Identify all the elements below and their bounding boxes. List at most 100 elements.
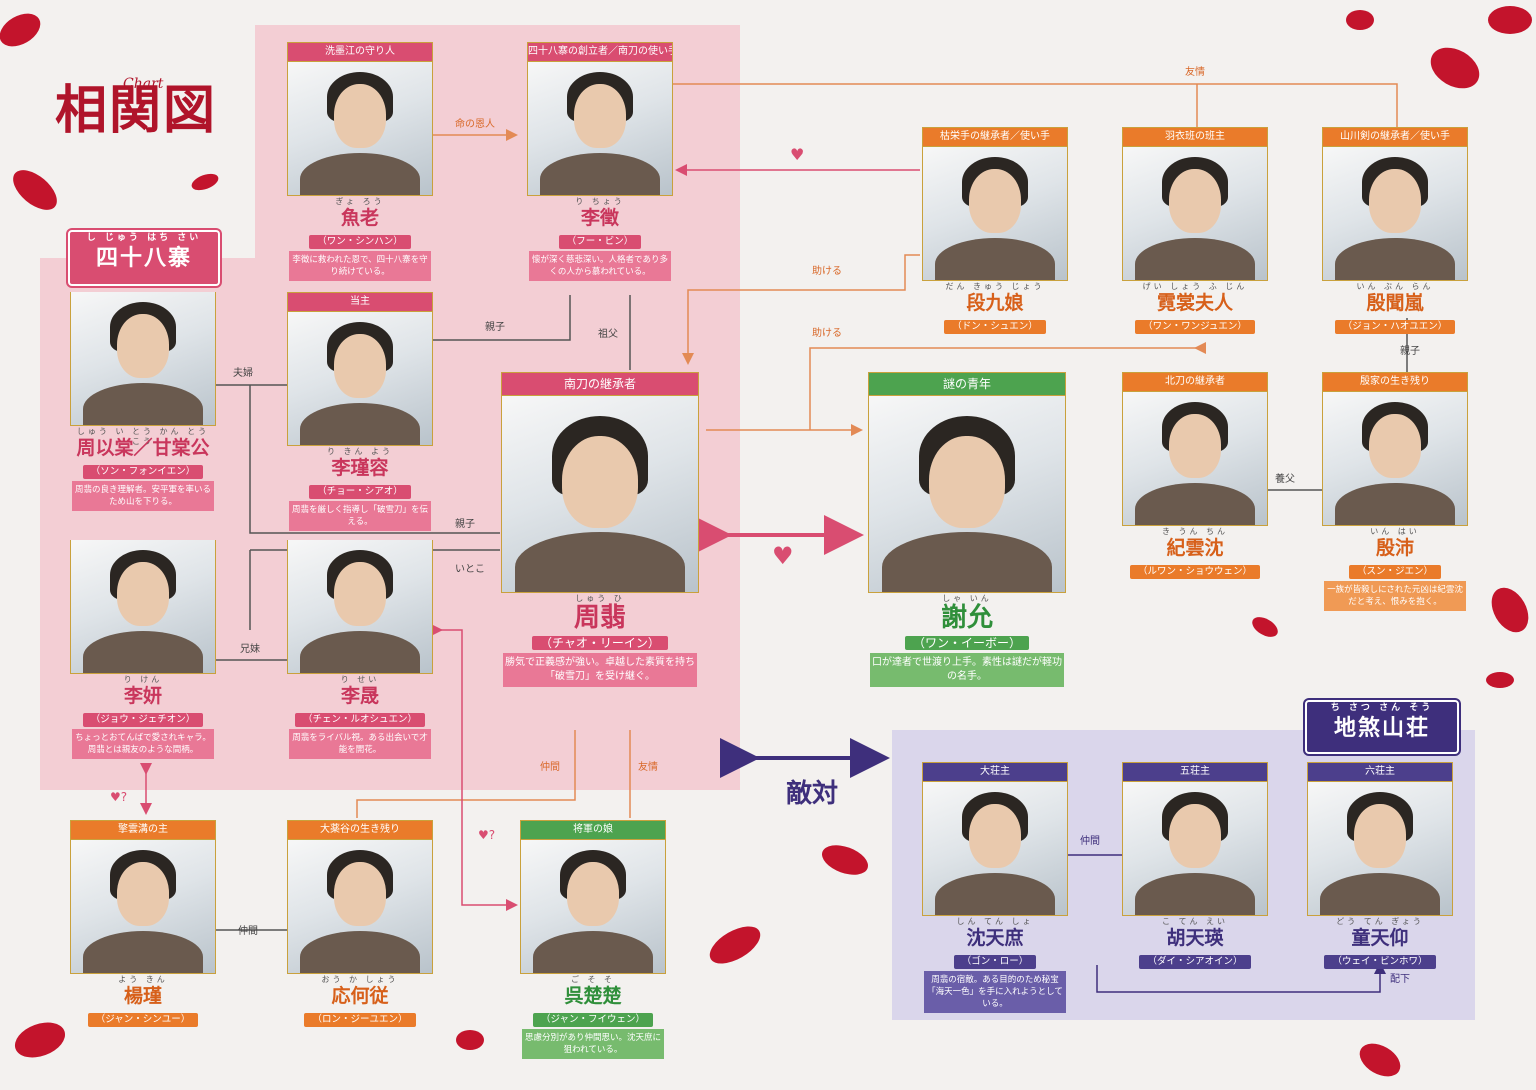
card-role: 擎雲溝の主: [70, 820, 216, 840]
actor-name: （フー・ビン）: [558, 235, 642, 249]
furigana: いん ぶん らん: [1356, 282, 1434, 291]
character-name: 応何従: [331, 985, 389, 1007]
card-role: 大薬谷の生き残り: [287, 820, 433, 840]
character-name: 魚老: [340, 207, 379, 229]
rel-itoko: いとこ: [455, 564, 485, 575]
rel-oyako2: 親子: [455, 519, 475, 530]
card-role: 山川剣の継承者／使い手: [1322, 127, 1468, 147]
portrait: [520, 840, 666, 974]
petal: [456, 1030, 484, 1050]
portrait: [1322, 147, 1468, 281]
actor-name: （チェン・ルオシュエン）: [294, 713, 425, 727]
actor-name: （スン・ジエン）: [1348, 565, 1441, 579]
line-oyako2: [249, 385, 500, 534]
card-role: 謎の青年: [868, 372, 1066, 396]
card-kotenei: 五荘主こ てん えい胡天瑛（ダイ・シアオイン）: [1122, 762, 1268, 971]
line-yujo: [667, 83, 1398, 130]
card-shuhi: 南刀の継承者しゅう ひ周翡（チャオ・リーイン）勝気で正義感が強い。卓越した素質を…: [501, 372, 699, 689]
card-inbunran: 山川剣の継承者／使い手いん ぶん らん殷聞嵐（ジョン・ハオユエン）: [1322, 127, 1468, 336]
card-role: 将軍の娘: [520, 820, 666, 840]
faction-ruby: し じゅう はち さい: [86, 233, 202, 243]
portrait: [922, 782, 1068, 916]
character-desc: 周翡を厳しく指導し「破雪刀」を伝える。: [289, 501, 431, 531]
character-name: 霓裳夫人: [1156, 292, 1233, 314]
portrait: [70, 840, 216, 974]
portrait: [70, 292, 216, 426]
portrait: [1122, 147, 1268, 281]
petal: [822, 845, 868, 875]
faction-label: 地煞山荘: [1333, 715, 1430, 741]
portrait: [1122, 782, 1268, 916]
card-role: 五荘主: [1122, 762, 1268, 782]
title-main: 相関図: [55, 80, 218, 141]
furigana: おう か しょう: [321, 975, 399, 984]
rel-yujo1: 友情: [1185, 67, 1205, 78]
rel-nakama3: 仲間: [1080, 836, 1100, 847]
actor-name: （ワン・ワンジュエン）: [1135, 320, 1255, 334]
portrait: [868, 396, 1066, 593]
furigana: ご そ そ: [570, 975, 616, 984]
rel-tasukeru2: 助ける: [812, 328, 842, 339]
rel-tasukeru1: 助ける: [812, 266, 842, 277]
furigana: り けん: [123, 675, 163, 684]
card-riken: り けん李妍（ジョウ・ジェチオン）ちょっとおてんばで愛されキャラ。周翡とは親友の…: [70, 540, 216, 761]
furigana: よう きん: [118, 975, 168, 984]
actor-name: （ワン・イーボー）: [904, 636, 1029, 650]
card-role: 北刀の継承者: [1122, 372, 1268, 392]
actor-name: （チャオ・リーイン）: [532, 636, 668, 650]
rel-onjin: 命の恩人: [455, 119, 495, 130]
petal: [14, 1022, 66, 1058]
furigana: いん はい: [1370, 527, 1420, 536]
card-role: 四十八寨の創立者／南刀の使い手: [527, 42, 673, 62]
portrait: [287, 540, 433, 674]
faction-badge-shisatsu: ち さつ さん そう 地煞山荘: [1305, 700, 1459, 754]
character-name: 李晟: [340, 685, 379, 707]
card-role: 枯栄手の継承者／使い手: [922, 127, 1068, 147]
portrait: [287, 312, 433, 446]
heart-icon: ♥: [772, 542, 794, 570]
actor-name: （ソン・フォンイエン）: [82, 465, 204, 479]
character-name: 胡天瑛: [1166, 927, 1224, 949]
furigana: しん てん しょ: [956, 917, 1034, 926]
portrait: [287, 62, 433, 196]
card-richo: 四十八寨の創立者／南刀の使い手り ちょう李徵（フー・ビン）懐が深く慈悲深い。人格…: [527, 42, 673, 283]
character-desc: 懐が深く慈悲深い。人格者であり多くの人から慕われている。: [529, 251, 671, 281]
character-desc: 思慮分別があり仲間思い。沈天庶に狙われている。: [522, 1029, 664, 1059]
rel-enemy: 敵対: [786, 779, 839, 809]
furigana: どう てん ぎょう: [1336, 917, 1424, 926]
faction-ruby: ち さつ さん そう: [1330, 703, 1434, 713]
character-desc: 周翡の宿敵。ある目的のため秘宝「海天一色」を手に入れようとしている。: [924, 971, 1066, 1013]
actor-name: （ジャン・シンユー）: [87, 1013, 199, 1027]
line-tasukeru1: [682, 254, 920, 365]
portrait: [1122, 392, 1268, 526]
actor-name: （ジャン・フイウェン）: [532, 1013, 654, 1027]
petal: [1486, 672, 1514, 688]
rel-heartq2: ♥?: [478, 828, 496, 842]
card-role: 南刀の継承者: [501, 372, 699, 396]
character-name: 殷沛: [1375, 537, 1414, 559]
character-name: 沈天庶: [966, 927, 1024, 949]
rel-yofu: 養父: [1275, 474, 1295, 485]
rel-kyomai: 兄妹: [240, 644, 260, 655]
rel-haika: 配下: [1390, 974, 1410, 985]
furigana: ぎょ ろう: [335, 197, 385, 206]
character-name: 呉楚楚: [564, 985, 622, 1007]
rel-sofu: 祖父: [598, 329, 618, 340]
card-role: 殷家の生き残り: [1322, 372, 1468, 392]
portrait: [1322, 392, 1468, 526]
card-kinyo: 当主り きん よう李瑾容（チョー・シアオ）周翡を厳しく指導し「破雪刀」を伝える。: [287, 292, 433, 533]
character-desc: ちょっとおてんばで愛されキャラ。周翡とは親友のような間柄。: [72, 729, 214, 759]
furigana: り きん よう: [326, 447, 394, 456]
card-role: 当主: [287, 292, 433, 312]
furigana: しゅう ひ: [575, 594, 625, 603]
line-heart-q2: [431, 624, 518, 911]
actor-name: （ロン・ジーユエン）: [304, 1013, 416, 1027]
character-name: 李瑾容: [331, 457, 389, 479]
petal: [1488, 6, 1532, 34]
petal: [0, 13, 41, 47]
card-role: 六荘主: [1307, 762, 1453, 782]
card-inpai: 殷家の生き残りいん はい殷沛（スン・ジエン）一族が皆殺しにされた元凶は紀雲沈だと…: [1322, 372, 1468, 613]
card-shuito: しゅう い とう かん とう こう周以棠／甘棠公（ソン・フォンイエン）周翡の良き…: [70, 292, 216, 513]
rel-oyako3: 親子: [1400, 346, 1420, 357]
heart-icon: ♥: [790, 145, 805, 164]
